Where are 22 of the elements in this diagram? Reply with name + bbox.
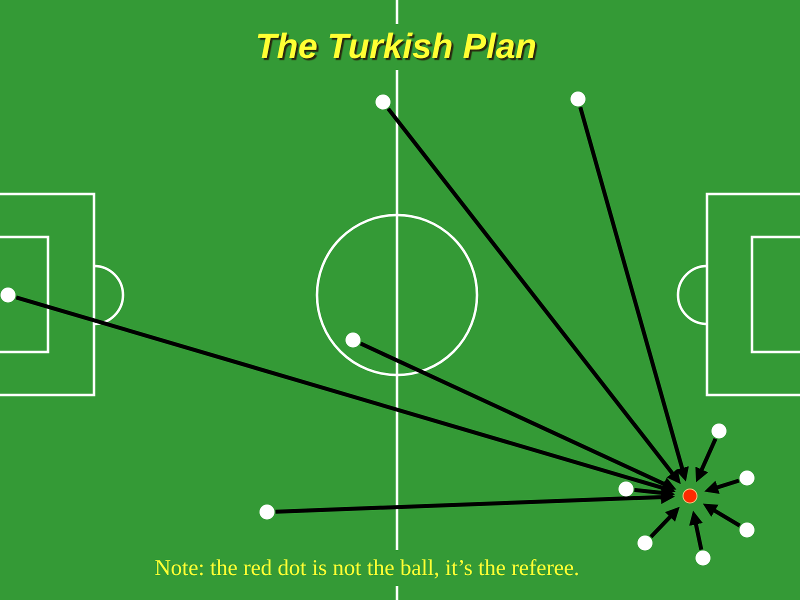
arrow	[275, 490, 675, 514]
arrow	[578, 106, 689, 482]
player-marker	[712, 424, 726, 438]
player-marker	[570, 92, 586, 106]
referee-marker	[682, 488, 698, 504]
arrow	[695, 438, 718, 482]
player-marker	[346, 332, 360, 348]
player-marker	[696, 550, 710, 566]
player-marker	[638, 536, 652, 550]
player-marker	[740, 470, 754, 486]
arrow	[689, 510, 704, 550]
player-marker	[376, 94, 390, 110]
arrow	[702, 504, 741, 528]
player-marker	[0, 288, 16, 302]
arrow	[649, 506, 680, 538]
arrow	[634, 486, 676, 500]
player-marker	[260, 504, 274, 520]
arrow	[386, 107, 681, 484]
arrow	[16, 295, 676, 494]
arrow	[360, 342, 676, 490]
player-marker	[740, 522, 754, 538]
player-marker	[618, 482, 634, 496]
